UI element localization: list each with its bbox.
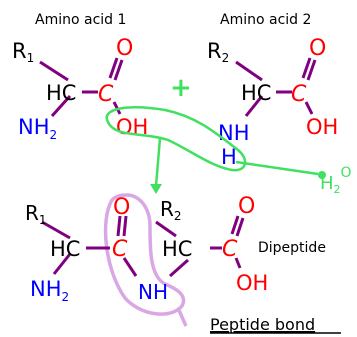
hc-atom: HC — [46, 81, 76, 105]
carbonyl-carbon-2: C — [291, 82, 307, 107]
bond-c-o-double-2a — [301, 57, 312, 79]
r1-atom: R1 — [12, 39, 34, 65]
peptide-bond-label: Peptide bond — [210, 315, 315, 334]
dp-hc-atom-2: HC — [162, 237, 192, 261]
water-loss-highlight: H2O — [105, 106, 352, 196]
dipeptide: R1 HC C O NH2 NH R2 HC C O OH — [25, 193, 268, 327]
r2-atom: R2 — [207, 39, 229, 65]
amino-acid-2-label: Amino acid 2 — [220, 12, 311, 28]
peptide-bond-tail — [176, 307, 188, 327]
dp-bond-co-b — [122, 215, 128, 237]
peptide-bond-highlight — [103, 193, 186, 316]
dp-bond-c-oh — [234, 257, 242, 269]
hydroxyl-oh-2: OH — [306, 115, 338, 139]
bond-c-nh2 — [50, 94, 72, 118]
dp-bond-co-a — [116, 215, 122, 237]
water-molecule: H2O — [320, 165, 352, 196]
amino-nh: NH — [218, 121, 250, 145]
dp-carbonyl-oxygen-2: O — [238, 194, 255, 219]
bond-c-o-double-b — [113, 59, 124, 81]
dp-carbonyl-oxygen: O — [113, 195, 130, 220]
bond-c-oh-2 — [304, 101, 314, 115]
dp-bond-r1-c — [41, 220, 71, 240]
water-loss-loop — [105, 106, 247, 172]
bond-r1-c — [39, 60, 69, 82]
bond-c-o-double-a — [108, 57, 119, 79]
water-arrow-head — [318, 171, 326, 179]
bond-r2-c — [235, 60, 263, 82]
carbonyl-oxygen: O — [116, 36, 133, 61]
dp-bond-n-c — [169, 258, 189, 278]
water-arrow-line — [235, 160, 319, 176]
carbonyl-oxygen-2: O — [309, 36, 326, 61]
dp-carbonyl-carbon-2: C — [222, 237, 238, 262]
dp-bond-c-n — [122, 257, 138, 277]
dp-bond-r2-c — [155, 220, 177, 238]
carbonyl-carbon: C — [98, 82, 114, 107]
amino-acid-2: R2 HC C O OH NH H — [207, 36, 338, 169]
hc-atom-2: HC — [241, 81, 271, 105]
bond-c-nh — [244, 95, 264, 117]
amino-acid-1-label: Amino acid 1 — [35, 12, 126, 28]
dp-bond-co2-b — [235, 217, 245, 237]
dp-carbonyl-carbon: C — [112, 237, 128, 262]
plus-sign: + — [170, 73, 192, 103]
amino-nh2: NH2 — [18, 115, 57, 142]
bond-c-o-double-2b — [306, 59, 317, 81]
dp-peptide-nh: NH — [138, 280, 168, 304]
dp-amino-nh2: NH2 — [30, 277, 69, 304]
dp-hydroxyl-oh: OH — [236, 271, 268, 295]
down-arrow-line — [154, 137, 162, 187]
dp-bond-c-nh2 — [52, 253, 72, 275]
dipeptide-label: Dipeptide — [258, 240, 326, 256]
dp-r2-atom: R2 — [160, 197, 182, 223]
dp-r1-atom: R1 — [25, 201, 47, 227]
dp-bond-co2-a — [230, 215, 240, 235]
dp-hc-atom: HC — [50, 237, 80, 261]
amino-h: H — [221, 145, 237, 169]
amino-acid-1: R1 HC C O OH NH2 — [12, 36, 148, 142]
down-arrow-head — [150, 184, 162, 194]
